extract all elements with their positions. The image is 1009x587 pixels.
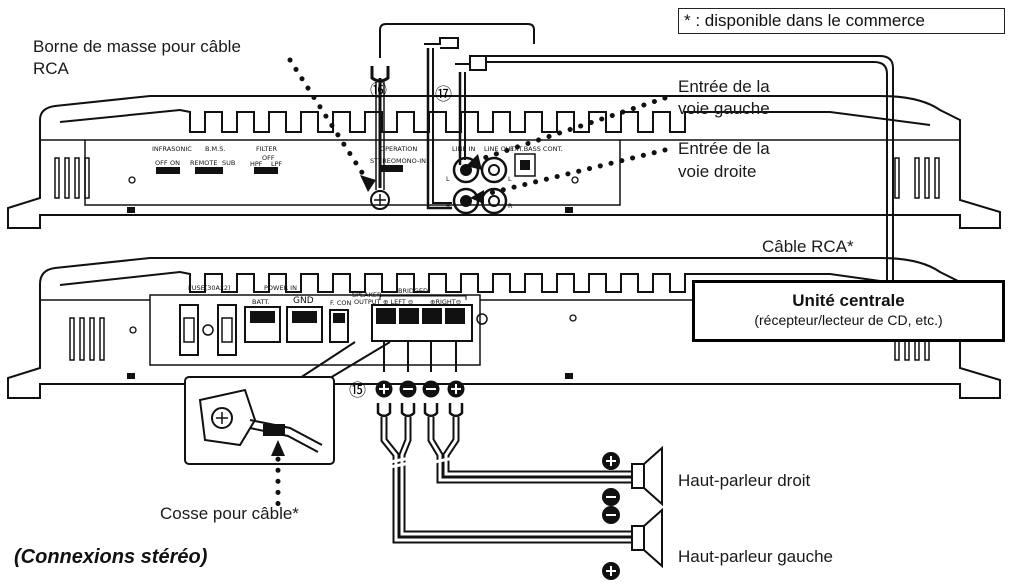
diagram-caption: (Connexions stéréo) bbox=[14, 546, 208, 568]
svg-text:MONO-IN: MONO-IN bbox=[396, 157, 426, 165]
svg-text:R: R bbox=[508, 202, 513, 210]
rca-cable-label: Câble RCA* bbox=[762, 237, 854, 256]
svg-text:LPF: LPF bbox=[271, 160, 283, 168]
svg-text:STEREO: STEREO bbox=[370, 157, 396, 165]
svg-text:POWER IN: POWER IN bbox=[264, 284, 297, 292]
availability-note: * : disponible dans le commerce bbox=[678, 8, 1005, 34]
svg-text:OFF: OFF bbox=[262, 154, 275, 162]
callout-17: ⑰ bbox=[435, 85, 452, 105]
right-input-label-line2: voie droite bbox=[678, 162, 757, 181]
terminal-label: Cosse pour câble* bbox=[160, 504, 299, 523]
bottom-panel-labels: FUSE(30Ax2) POWER IN BATT. GND F. CON SP… bbox=[188, 284, 461, 307]
svg-text:ON: ON bbox=[170, 159, 180, 167]
svg-text:OFF: OFF bbox=[155, 159, 168, 167]
svg-text:B.M.S.: B.M.S. bbox=[205, 145, 225, 153]
right-input-label-line1: Entrée de la bbox=[678, 139, 770, 158]
svg-text:REMOTE: REMOTE bbox=[190, 159, 217, 167]
callout-16: ⑯ bbox=[370, 81, 387, 101]
svg-text:LINE IN: LINE IN bbox=[452, 145, 475, 153]
svg-text:OUTPUT: OUTPUT bbox=[354, 298, 381, 306]
head-unit-title: Unité centrale bbox=[792, 291, 905, 310]
svg-text:EXT.BASS CONT.: EXT.BASS CONT. bbox=[510, 145, 563, 153]
speaker-right-label: Haut-parleur droit bbox=[678, 471, 811, 490]
svg-text:L: L bbox=[446, 175, 450, 183]
svg-text:SPEAKER: SPEAKER bbox=[352, 291, 382, 299]
svg-text:OPERATION: OPERATION bbox=[380, 145, 417, 153]
callout-arrows bbox=[271, 154, 484, 456]
svg-text:⊕ LEFT ⊖: ⊕ LEFT ⊖ bbox=[383, 298, 413, 306]
speaker-left bbox=[602, 506, 663, 580]
svg-text:FUSE(30Ax2): FUSE(30Ax2) bbox=[188, 284, 231, 292]
svg-text:BATT.: BATT. bbox=[252, 298, 270, 306]
svg-text:BRIDGED: BRIDGED bbox=[398, 287, 428, 295]
callout-15: ⑮ bbox=[349, 381, 366, 401]
callout-leaders bbox=[275, 57, 668, 513]
left-input-label-line2: voie gauche bbox=[678, 99, 770, 118]
left-input-label-line1: Entrée de la bbox=[678, 77, 770, 96]
speaker-wires bbox=[375, 341, 632, 544]
svg-text:LINE OUT: LINE OUT bbox=[484, 145, 514, 153]
top-panel-labels: INFRASONIC OFF ON B.M.S. REMOTE SUB FILT… bbox=[152, 145, 563, 210]
speaker-left-label: Haut-parleur gauche bbox=[678, 547, 833, 566]
svg-text:F. CON: F. CON bbox=[330, 299, 351, 307]
head-unit-subtitle: (récepteur/lecteur de CD, etc.) bbox=[754, 312, 943, 328]
svg-text:L: L bbox=[508, 175, 512, 183]
svg-text:INFRASONIC: INFRASONIC bbox=[152, 145, 192, 153]
ground-label-line2: RCA bbox=[33, 59, 69, 78]
svg-text:R: R bbox=[446, 202, 451, 210]
svg-text:FILTER: FILTER bbox=[256, 145, 277, 153]
rca-cable bbox=[370, 23, 894, 280]
speaker-right bbox=[602, 445, 663, 507]
head-unit-box: Unité centrale (récepteur/lecteur de CD,… bbox=[692, 280, 1005, 342]
svg-text:HPF: HPF bbox=[250, 160, 263, 168]
svg-text:GND: GND bbox=[293, 296, 314, 306]
terminal-inset bbox=[184, 341, 391, 465]
svg-text:SUB: SUB bbox=[222, 159, 235, 167]
ground-label-line1: Borne de masse pour câble bbox=[33, 37, 241, 56]
svg-text:⊕RIGHT⊖: ⊕RIGHT⊖ bbox=[430, 298, 461, 306]
